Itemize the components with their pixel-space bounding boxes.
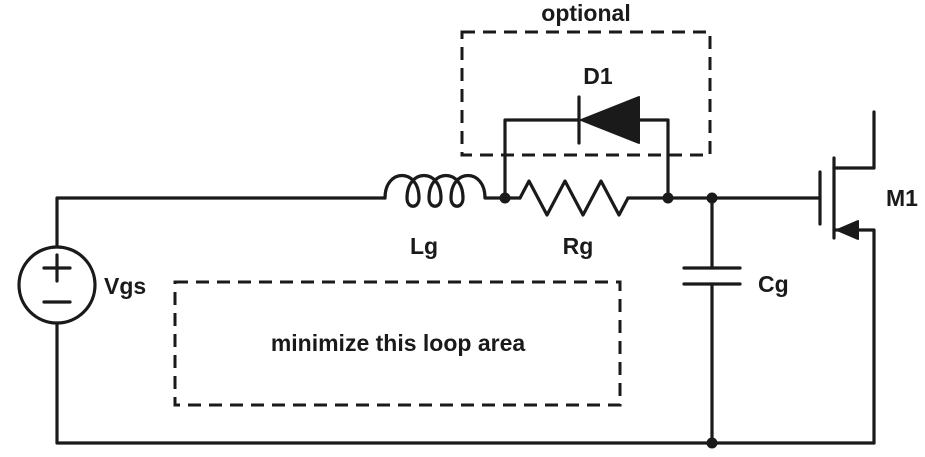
node-inductor-resistor	[499, 192, 511, 204]
inductor-coil	[383, 173, 507, 208]
voltage-source	[17, 245, 97, 325]
diode-label: D1	[583, 63, 613, 89]
wire-bottom-rail	[55, 321, 876, 445]
node-resistor-right	[662, 192, 674, 204]
node-capacitor-top	[706, 192, 718, 204]
capacitor	[682, 196, 742, 445]
mosfet-drain-lead	[832, 110, 876, 170]
optional-label: optional	[541, 0, 630, 26]
mosfet-source-arrow-icon	[836, 220, 859, 240]
diode-branch-wires	[503, 118, 670, 200]
wire-source-to-inductor	[55, 196, 387, 249]
capacitor-label: Cg	[758, 271, 789, 297]
voltage-source-label: Vgs	[104, 273, 146, 299]
inductor-label: Lg	[410, 233, 438, 259]
resistor-zigzag	[518, 179, 630, 217]
node-capacitor-bottom	[706, 437, 718, 449]
mosfet-label: M1	[886, 185, 918, 211]
loop-note-label: minimize this loop area	[271, 330, 526, 356]
voltage-source-circle	[17, 245, 97, 325]
loop-area-dashed-box	[173, 280, 622, 407]
mosfet-source-lead	[832, 228, 876, 445]
resistor-label: Rg	[563, 233, 594, 259]
plus-icon	[42, 253, 72, 283]
mosfet	[818, 110, 876, 445]
diode-triangle	[580, 96, 640, 144]
optional-dashed-box	[460, 30, 712, 157]
diode-branch	[503, 95, 670, 200]
